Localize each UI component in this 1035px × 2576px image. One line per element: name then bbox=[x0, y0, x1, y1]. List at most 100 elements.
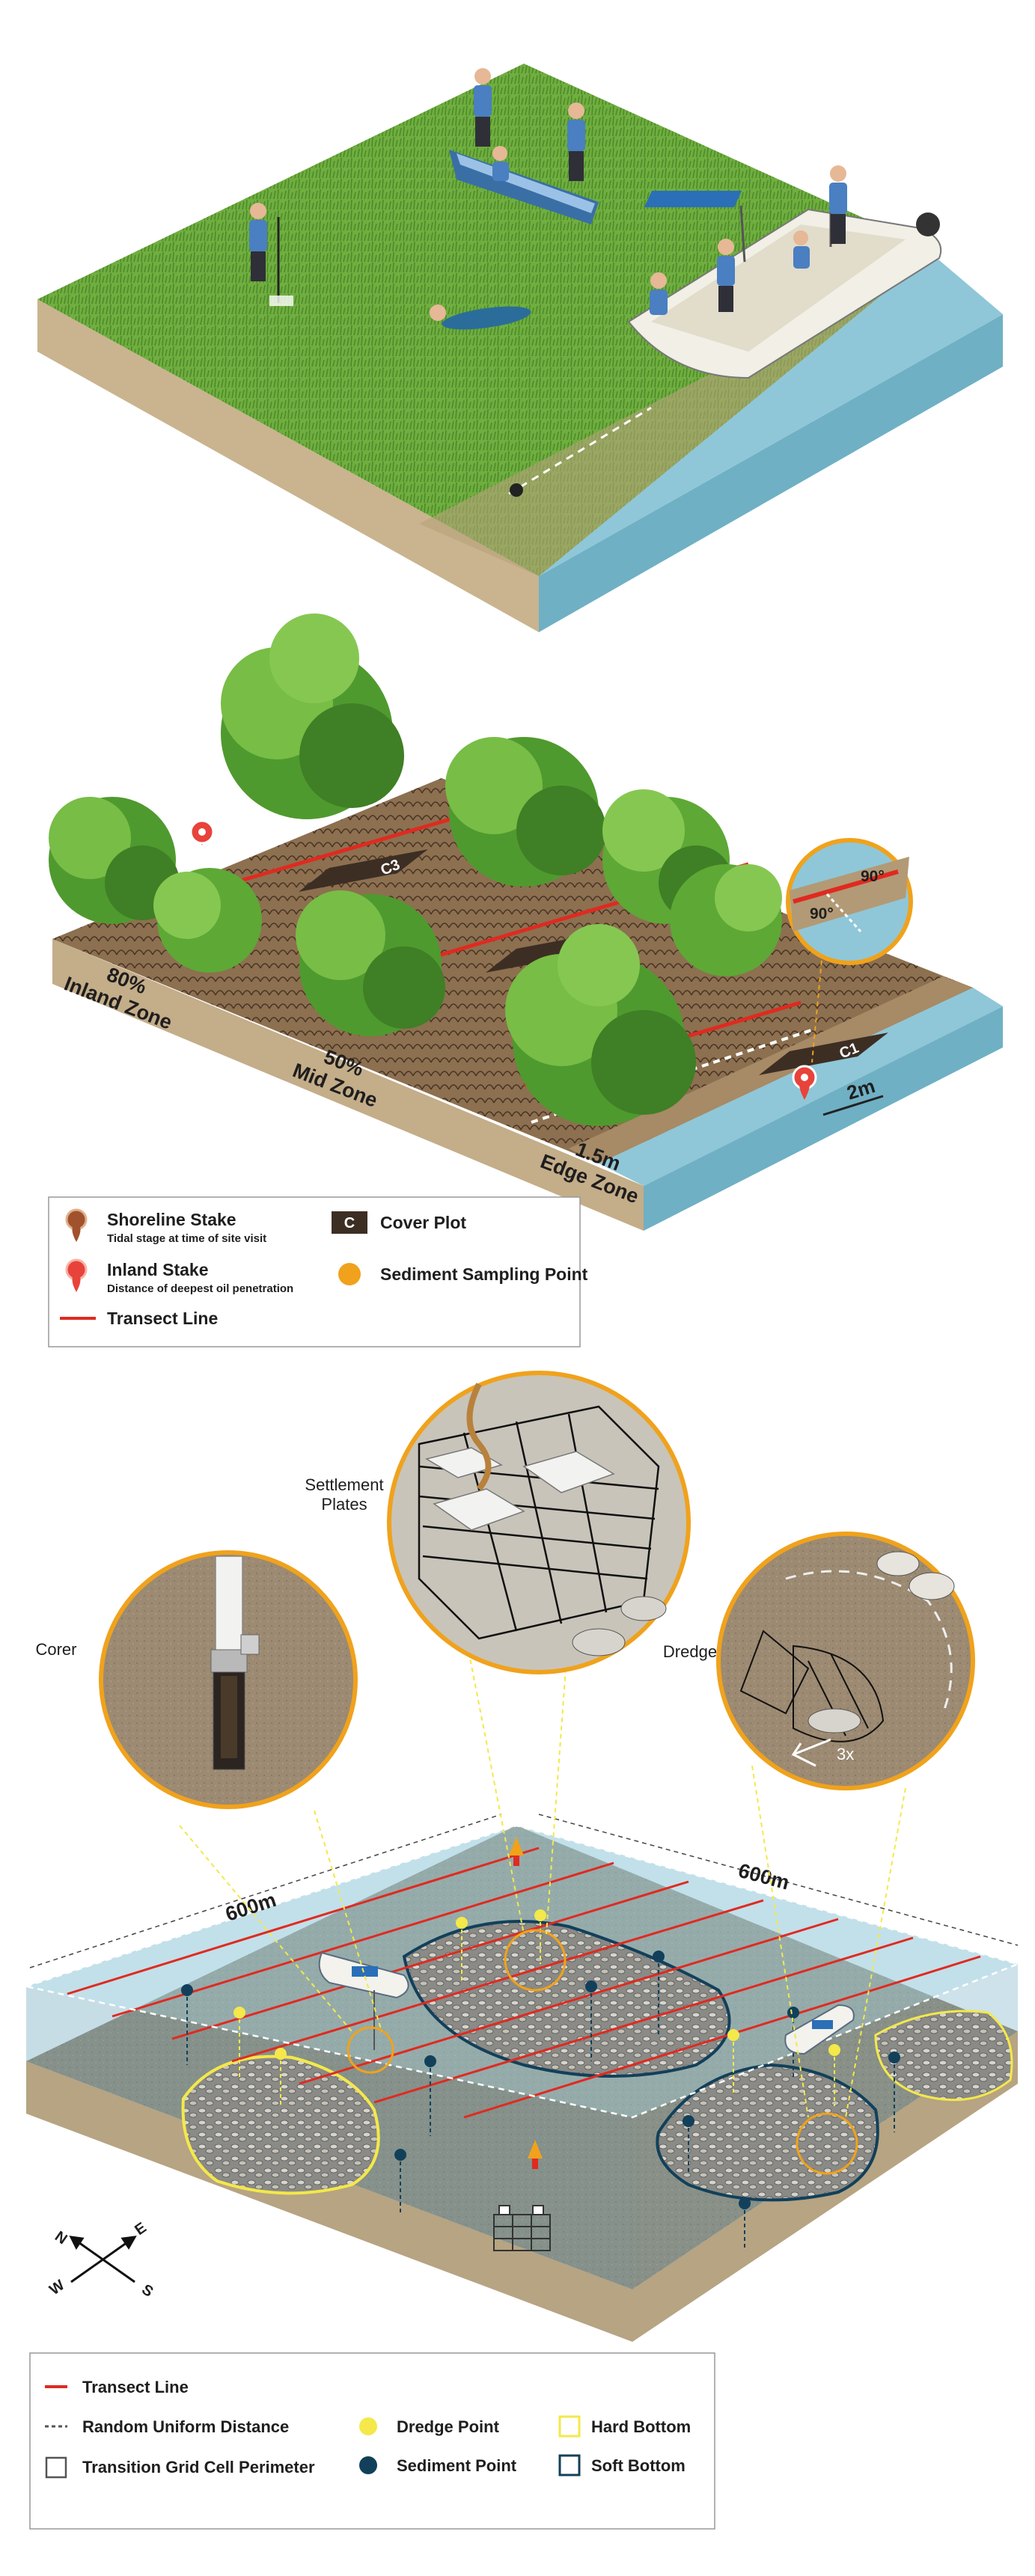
angle-label-1: 90° bbox=[861, 868, 885, 885]
dredge-label: Dredge bbox=[663, 1642, 717, 1661]
oyster-patch-center bbox=[402, 1920, 731, 2078]
transect-line-legend-label: Transect Line bbox=[107, 1309, 218, 1328]
dredge-target-ring bbox=[796, 2112, 858, 2175]
dim-line-right bbox=[538, 1814, 1019, 1946]
settlement-plates-label-1: Settlement bbox=[305, 1475, 383, 1494]
legend-hard-bottom-label: Hard Bottom bbox=[591, 2417, 691, 2436]
dredge-point bbox=[828, 2044, 840, 2106]
inland-stake-icon bbox=[65, 1258, 88, 1292]
transition-grid-perimeter bbox=[22, 1824, 1021, 2119]
cover-plot-c1 bbox=[759, 1032, 888, 1075]
dredge-point bbox=[456, 1917, 468, 1983]
sediment-point bbox=[585, 1980, 597, 2061]
tree bbox=[445, 737, 606, 887]
corer-target-ring bbox=[346, 2026, 394, 2074]
legend-dredge-label: Dredge Point bbox=[397, 2417, 500, 2436]
field-workers bbox=[249, 68, 847, 330]
diver bbox=[430, 305, 531, 330]
callout-leaders bbox=[179, 1627, 906, 2118]
worker bbox=[492, 146, 509, 181]
worker bbox=[793, 230, 810, 269]
angle-callout-leader bbox=[811, 943, 824, 1063]
mangrove-legend-box bbox=[48, 1196, 581, 1347]
tree bbox=[296, 890, 445, 1036]
settlement-target-ring bbox=[504, 1929, 567, 1992]
marsh-survey-line bbox=[508, 406, 652, 495]
reef-legend: Transect Line Random Uniform Distance Tr… bbox=[29, 2352, 715, 2530]
legend-transition-icon bbox=[45, 2456, 67, 2479]
reef-transect-lines bbox=[67, 1847, 981, 2119]
legend-soft-bottom-label: Soft Bottom bbox=[591, 2456, 686, 2475]
reef-panel: 600m 600m bbox=[22, 1371, 1021, 2530]
reef-legend-box bbox=[29, 2352, 715, 2530]
reef-block-left-side bbox=[26, 2061, 632, 2342]
scale-bar bbox=[822, 1095, 884, 1116]
mangrove-surface bbox=[52, 778, 973, 1163]
cover-plot-icon bbox=[332, 1211, 367, 1234]
reef-boat-left bbox=[318, 1951, 409, 2050]
cover-plot-legend-label: Cover Plot bbox=[380, 1213, 466, 1232]
reef-boat-right bbox=[784, 2004, 855, 2055]
inland-stake-title: Inland Stake bbox=[107, 1260, 208, 1279]
worker bbox=[474, 68, 492, 147]
oyster-patch-left bbox=[181, 2055, 380, 2195]
dredge-callout: 3x bbox=[716, 1532, 975, 1790]
legend-hard-bottom-icon bbox=[558, 2415, 581, 2438]
marsh-water-side bbox=[539, 314, 1003, 632]
dredge-point bbox=[727, 2029, 739, 2095]
legend-random-label: Random Uniform Distance bbox=[82, 2417, 289, 2436]
sediment-point bbox=[424, 2055, 436, 2136]
shoreline-stake-marker bbox=[792, 1065, 817, 1100]
worker bbox=[717, 239, 735, 312]
buoy-mid bbox=[528, 2140, 543, 2169]
mangrove-panel: C3 C2 C1 bbox=[48, 614, 1003, 1347]
sediment-point bbox=[888, 2052, 900, 2132]
legend-sediment-label: Sediment Point bbox=[397, 2456, 517, 2475]
sediment-point bbox=[653, 1951, 665, 2035]
compass bbox=[69, 2236, 137, 2283]
compass-east: E bbox=[132, 2219, 150, 2239]
mangrove-water-side bbox=[644, 1006, 1003, 1231]
worker bbox=[829, 165, 847, 244]
dim-line-left bbox=[29, 1814, 502, 1968]
inland-stake-sub: Distance of deepest oil penetration bbox=[107, 1282, 293, 1295]
sediment-point bbox=[181, 1984, 193, 2065]
settlement-plates-callout bbox=[387, 1371, 691, 1674]
tree bbox=[670, 864, 782, 976]
tree bbox=[505, 924, 696, 1126]
mangrove-soil-side bbox=[52, 939, 644, 1231]
inland-stake-marker bbox=[189, 819, 215, 845]
corer-label: Corer bbox=[35, 1640, 76, 1659]
mangrove-trees bbox=[49, 614, 782, 1126]
legend-transition-label: Transition Grid Cell Perimeter bbox=[82, 2458, 315, 2476]
dredge-passes-label: 3x bbox=[837, 1745, 854, 1763]
skiff bbox=[449, 150, 599, 224]
tree bbox=[221, 614, 404, 819]
shoreline-stake-icon bbox=[65, 1208, 88, 1242]
sediment-sampling-point-icon bbox=[338, 1263, 361, 1285]
quadrat bbox=[269, 296, 293, 306]
dredge-point bbox=[534, 1909, 546, 1964]
compass-south: S bbox=[138, 2281, 156, 2301]
mangrove-legend: Shoreline Stake Tidal stage at time of s… bbox=[48, 1196, 588, 1347]
buoy-far bbox=[509, 1837, 524, 1866]
settlement-plates-label-2: Plates bbox=[321, 1495, 367, 1514]
corer-callout bbox=[99, 1550, 358, 1809]
sediment-point bbox=[394, 2149, 406, 2215]
compass-west: W bbox=[46, 2277, 67, 2298]
marsh-panel bbox=[37, 64, 1003, 632]
angle-callout: 90° 90° bbox=[786, 838, 913, 965]
tree bbox=[49, 797, 180, 924]
dredge-point bbox=[275, 2048, 287, 2106]
legend-soft-bottom-icon bbox=[558, 2454, 581, 2476]
worker bbox=[650, 272, 668, 315]
sediment-points bbox=[181, 1951, 900, 2248]
legend-transect-label: Transect Line bbox=[82, 2378, 189, 2396]
settlement-crate bbox=[493, 2205, 551, 2251]
compass-north: N bbox=[52, 2228, 70, 2248]
sediment-sampling-point-label: Sediment Sampling Point bbox=[380, 1264, 588, 1284]
sediment-point bbox=[739, 2197, 751, 2248]
cover-plot-icon-letter: C bbox=[344, 1215, 355, 1232]
